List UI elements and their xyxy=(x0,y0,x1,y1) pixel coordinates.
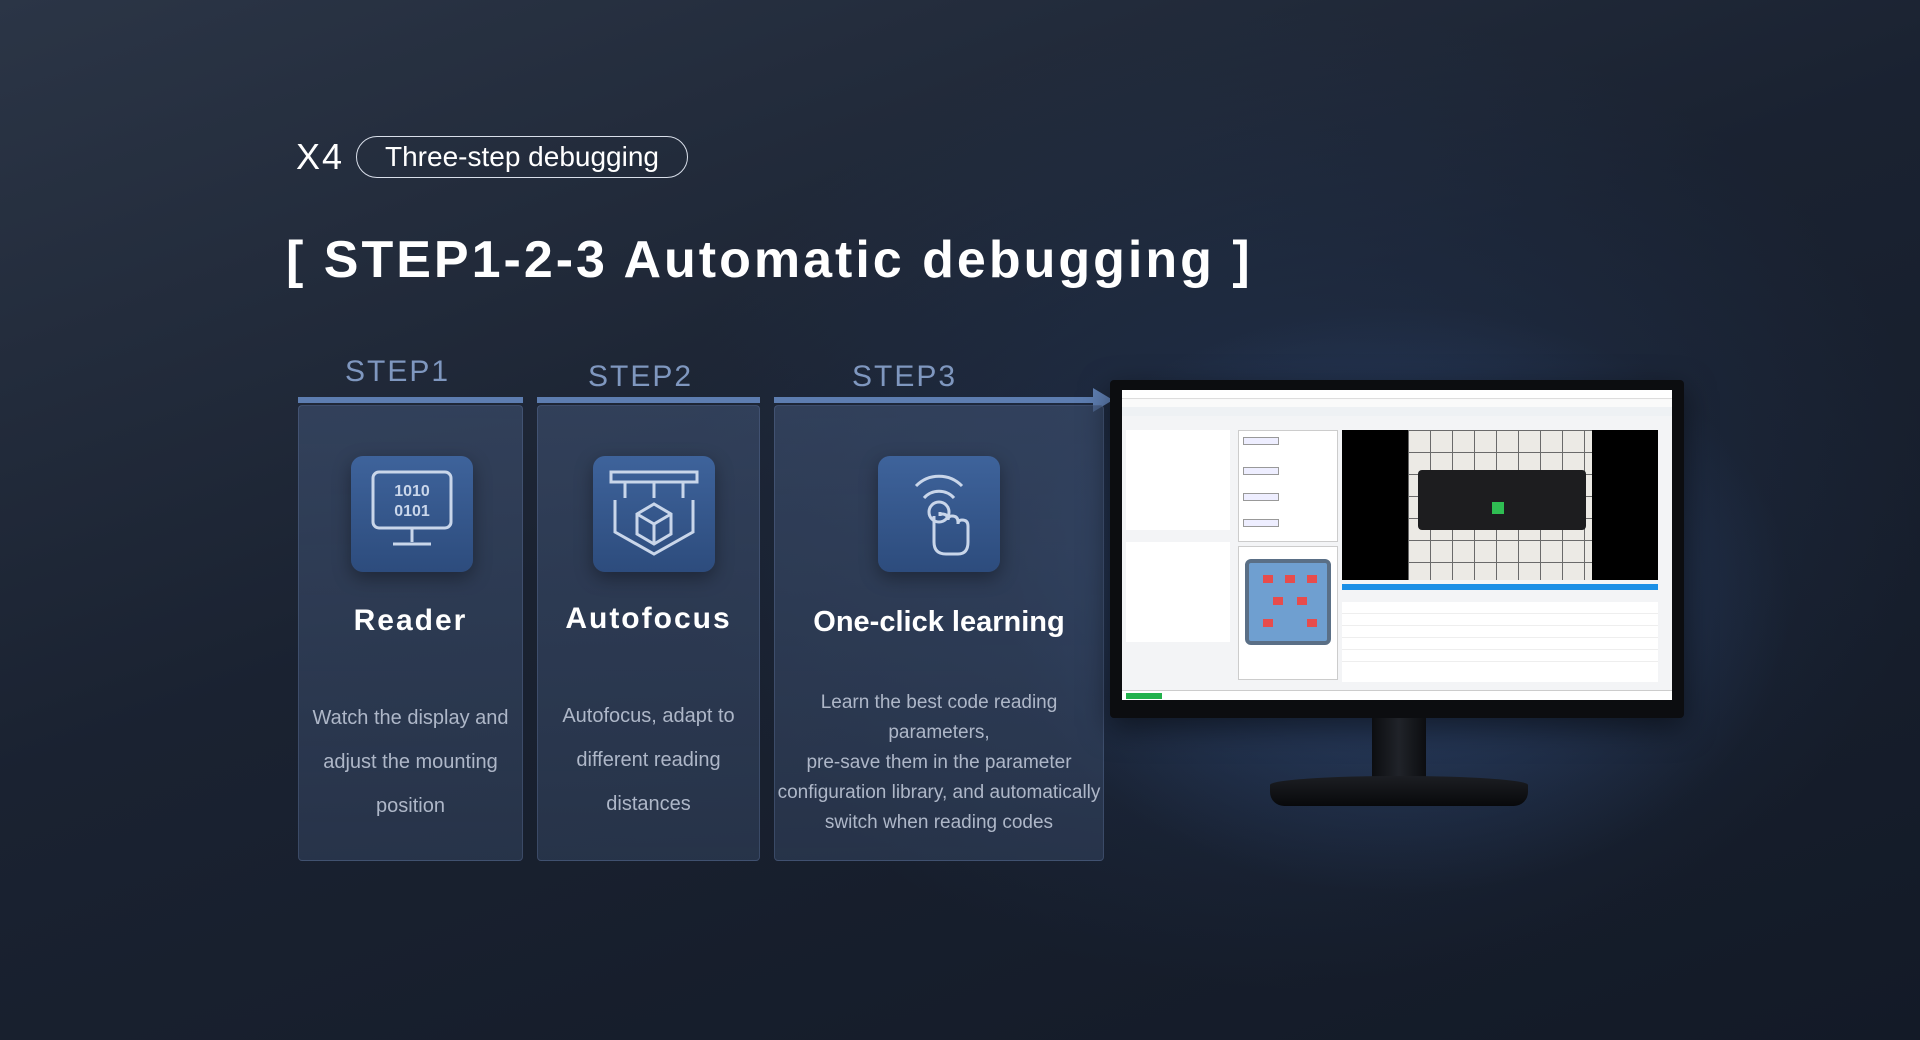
light-control-panel xyxy=(1238,546,1338,680)
step1-bar xyxy=(298,397,523,403)
software-screenshot xyxy=(1122,390,1672,700)
step3-card: One-click learning Learn the best code r… xyxy=(774,405,1104,861)
focus-cube-icon xyxy=(593,456,715,572)
page-title: [ STEP1-2-3 Automatic debugging ] xyxy=(286,231,1253,289)
flow-panel xyxy=(1238,430,1338,542)
step2-card: Autofocus Autofocus, adapt to different … xyxy=(537,405,760,861)
icon-binary-line1: 1010 xyxy=(394,483,430,500)
step2-title: Autofocus xyxy=(565,602,732,635)
step3-label: STEP3 xyxy=(852,360,958,393)
monitor-binary-icon: 1010 0101 xyxy=(351,456,473,572)
step3-bar xyxy=(774,397,1094,403)
camera-image xyxy=(1342,430,1658,580)
step2-bar xyxy=(537,397,760,403)
step3-description: Learn the best code reading parameters, … xyxy=(777,692,1101,833)
menu-bar xyxy=(1122,399,1672,407)
window-titlebar xyxy=(1122,390,1672,399)
step1-description: Watch the display and adjust the mountin… xyxy=(312,707,509,817)
image-status-bar xyxy=(1342,584,1658,590)
section-number: X4 xyxy=(296,136,345,177)
icon-binary-line2: 0101 xyxy=(394,503,430,520)
device-tree xyxy=(1126,430,1230,530)
step2-label: STEP2 xyxy=(588,360,694,393)
tab-strip xyxy=(1237,418,1672,426)
monitor-stand-base xyxy=(1270,776,1528,806)
status-bar xyxy=(1122,690,1672,700)
step3-title: One-click learning xyxy=(813,606,1065,638)
toolbar xyxy=(1122,407,1672,416)
monitor xyxy=(1110,380,1684,718)
touch-hand-icon xyxy=(878,456,1000,572)
results-table xyxy=(1342,602,1658,682)
step2-description: Autofocus, adapt to different reading di… xyxy=(562,705,735,815)
step1-title: Reader xyxy=(353,604,468,637)
barcode-marker xyxy=(1492,502,1504,514)
section-tag: Three-step debugging xyxy=(356,136,688,178)
step1-card: 1010 0101 Reader Watch the display and a… xyxy=(298,405,523,861)
step1-label: STEP1 xyxy=(345,355,451,388)
device-info-panel xyxy=(1126,542,1230,642)
